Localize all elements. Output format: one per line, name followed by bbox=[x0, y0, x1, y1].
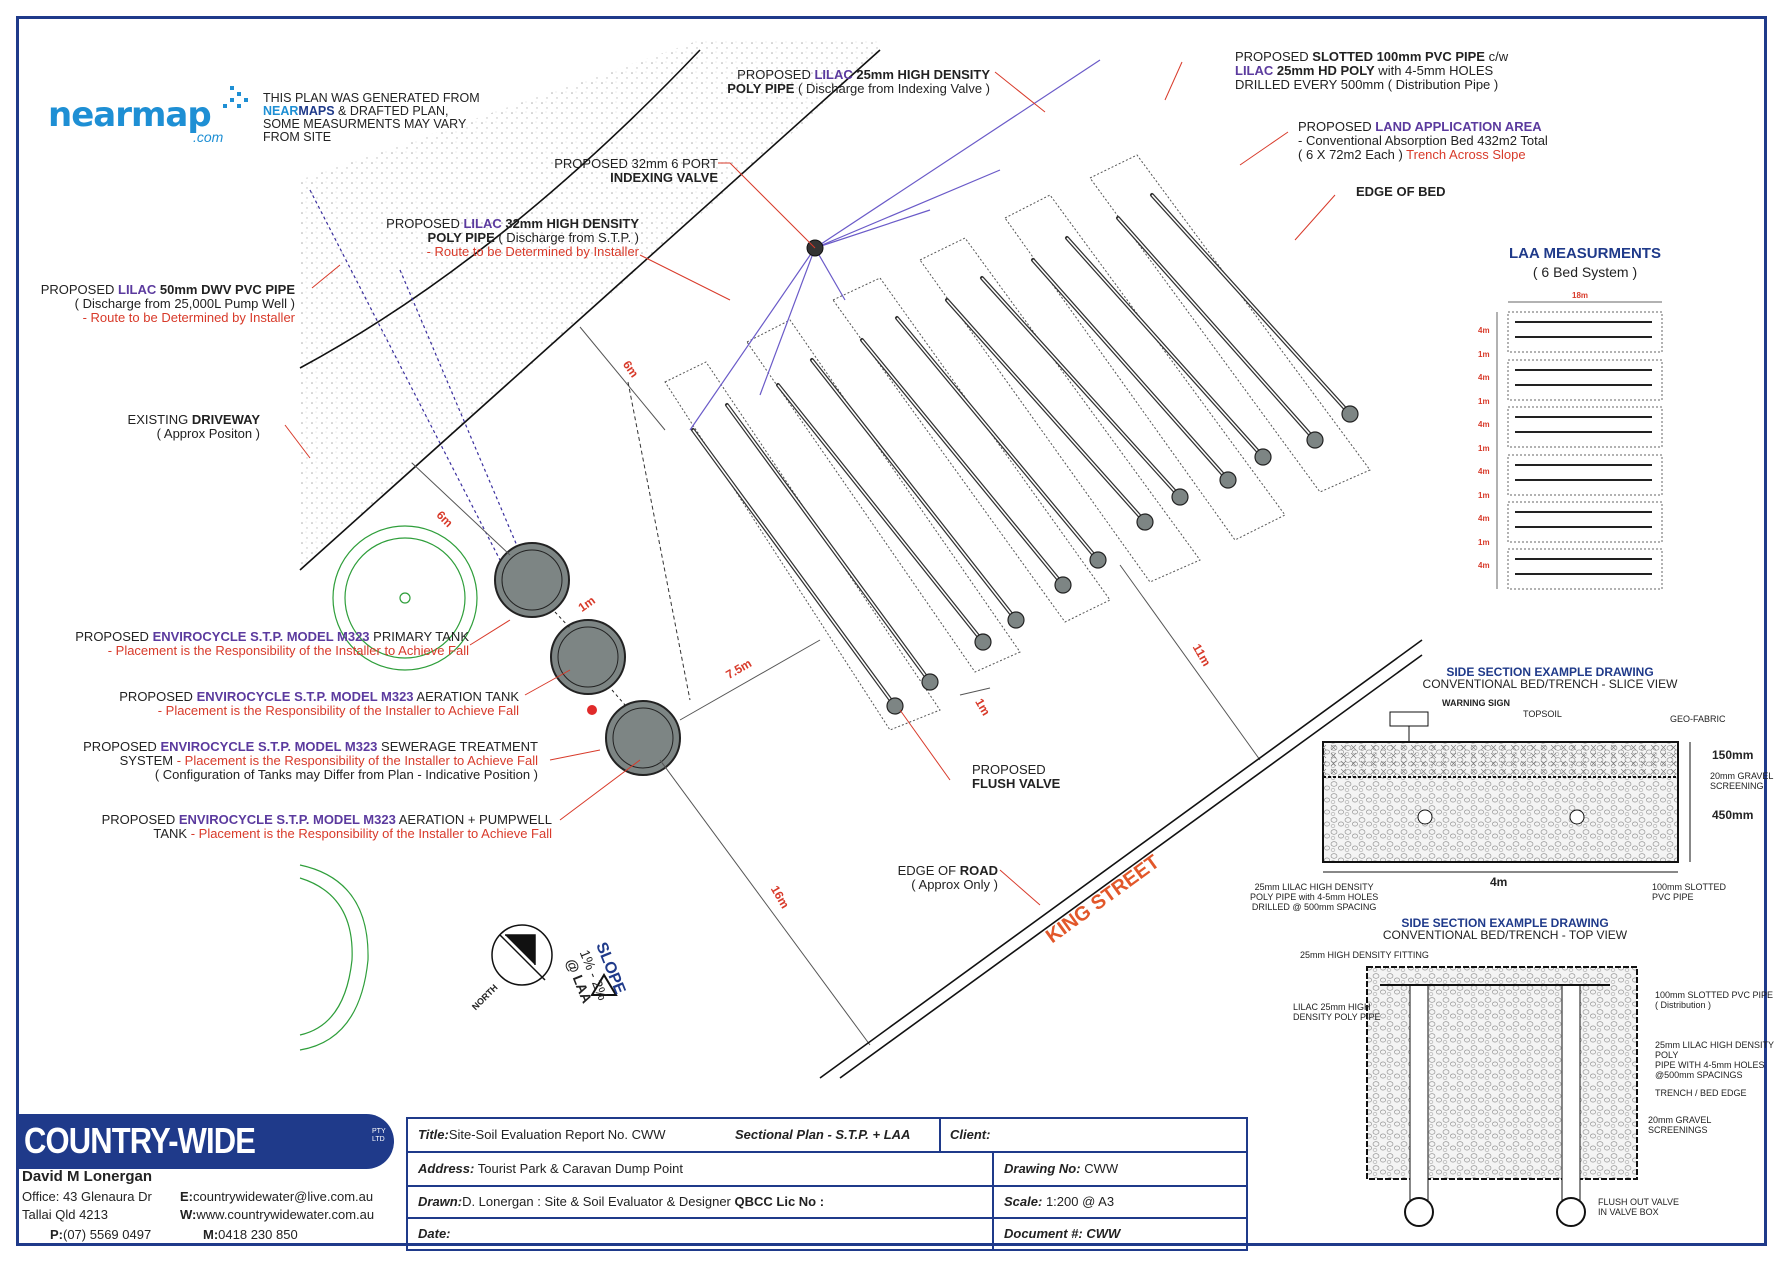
company-web[interactable]: W:www.countrywidewater.com.au bbox=[180, 1207, 375, 1222]
company-email[interactable]: E:countrywidewater@live.com.au bbox=[180, 1189, 374, 1204]
laa-bed-h-6: 4m bbox=[1478, 561, 1490, 570]
label-32mm-pipe: PROPOSED LILAC 32mm HIGH DENSITY POLY PI… bbox=[386, 216, 639, 259]
laa-meas-width: 18m bbox=[1572, 291, 1589, 300]
laa-bed-h-5: 4m bbox=[1478, 514, 1490, 523]
lilac-feeders bbox=[689, 59, 1101, 431]
title-block-lines bbox=[406, 1117, 1248, 1251]
nearmap-wordmark: nearmap bbox=[48, 95, 212, 135]
slice-topsoil: TOPSOIL bbox=[1523, 709, 1562, 719]
tree-2 bbox=[299, 864, 369, 1051]
laa-bed-h-4: 4m bbox=[1478, 467, 1490, 476]
laa-boundary-dashed bbox=[627, 381, 691, 701]
label-pumpwell-tank: PROPOSED ENVIROCYCLE S.T.P. MODEL M323 A… bbox=[101, 812, 552, 841]
slice-width: 4m bbox=[1490, 875, 1508, 889]
laa-gap-4: 1m bbox=[1478, 491, 1490, 500]
tb-date: Date: bbox=[418, 1226, 451, 1241]
label-edge-of-bed: EDGE OF BED bbox=[1356, 184, 1446, 199]
topview-title: SIDE SECTION EXAMPLE DRAWING bbox=[1401, 916, 1609, 930]
tb-drawn: Drawn:D. Lonergan : Site & Soil Evaluato… bbox=[418, 1194, 825, 1209]
laa-gap-3: 1m bbox=[1478, 444, 1490, 453]
nearmap-note: THIS PLAN WAS GENERATED FROM NEARMAPS & … bbox=[263, 91, 480, 144]
driveway-edge-2 bbox=[299, 49, 881, 571]
tree-1 bbox=[332, 525, 478, 671]
laa-bed-h-1: 4m bbox=[1478, 326, 1490, 335]
company-office: Office: 43 Glenaura Dr bbox=[22, 1189, 152, 1204]
topview-slotted: 100mm SLOTTED PVC PIPE( Distribution ) bbox=[1655, 990, 1774, 1010]
laa-beds bbox=[664, 154, 1371, 731]
company-pty: PTY LTD bbox=[372, 1128, 386, 1143]
label-indexing-valve: PROPOSED 32mm 6 PORT INDEXING VALVE bbox=[554, 156, 718, 185]
distribution-pipes-inner bbox=[692, 194, 1351, 707]
top-view bbox=[1366, 966, 1638, 1227]
label-sewerage-system: PROPOSED ENVIROCYCLE S.T.P. MODEL M323 S… bbox=[83, 739, 538, 782]
slope-triangle bbox=[590, 973, 618, 996]
company-suburb: Tallai Qld 4213 bbox=[22, 1207, 108, 1222]
slice-geofabric: GEO-FABRIC bbox=[1670, 714, 1726, 724]
tb-drawing-no: Drawing No: CWW bbox=[1004, 1161, 1119, 1176]
nearmap-logo: nearmap .com bbox=[48, 95, 223, 145]
slice-150mm: 150mm bbox=[1712, 748, 1754, 762]
slice-title: SIDE SECTION EXAMPLE DRAWING bbox=[1446, 665, 1654, 679]
laa-gap-2: 1m bbox=[1478, 397, 1490, 406]
slice-450mm: 450mm bbox=[1712, 808, 1754, 822]
tb-sectional: Sectional Plan - S.T.P. + LAA bbox=[735, 1127, 911, 1142]
label-driveway: EXISTING DRIVEWAY ( Approx Positon ) bbox=[127, 412, 260, 441]
tb-scale: Scale: 1:200 @ A3 bbox=[1004, 1194, 1115, 1209]
label-25mm-pipe: PROPOSED LILAC 25mm HIGH DENSITY POLY PI… bbox=[727, 67, 990, 96]
label-50mm-pipe: PROPOSED LILAC 50mm DWV PVC PIPE ( Disch… bbox=[40, 282, 295, 325]
slice-view bbox=[1322, 711, 1691, 873]
tb-address: Address: Tourist Park & Caravan Dump Poi… bbox=[418, 1161, 683, 1176]
driveway-area bbox=[300, 40, 880, 570]
drawing-frame bbox=[16, 16, 1767, 1246]
laa-gap-1: 1m bbox=[1478, 350, 1490, 359]
nearmap-com: .com bbox=[193, 129, 224, 145]
company-mobile: M:0418 230 850 bbox=[203, 1227, 298, 1242]
topview-sub: CONVENTIONAL BED/TRENCH - TOP VIEW bbox=[1382, 928, 1628, 942]
leader-lines bbox=[284, 61, 1336, 906]
laa-meas-title: LAA MEASURMENTS bbox=[1509, 245, 1661, 262]
laa-bed-h-3: 4m bbox=[1478, 420, 1490, 429]
north-arrow bbox=[491, 924, 553, 986]
driveway-edge-1 bbox=[299, 49, 701, 369]
laa-meas-sub: ( 6 Bed System ) bbox=[1532, 264, 1638, 280]
tb-client: Client: bbox=[950, 1127, 991, 1142]
company-person: David M Lonergan bbox=[22, 1168, 153, 1185]
label-land-application-area: PROPOSED LAND APPLICATION AREA - Convent… bbox=[1298, 119, 1548, 162]
distribution-pipes bbox=[691, 193, 1352, 708]
road-edge bbox=[819, 639, 1423, 1079]
tanks bbox=[494, 542, 681, 776]
company-name: COUNTRY-WIDE WATER bbox=[24, 1120, 256, 1203]
label-edge-of-road: EDGE OF ROAD ( Approx Only ) bbox=[897, 863, 998, 892]
nearmap-dots bbox=[223, 86, 248, 108]
label-aeration-tank: PROPOSED ENVIROCYCLE S.T.P. MODEL M323 A… bbox=[119, 689, 519, 718]
slice-warning-sign: WARNING SIGN bbox=[1442, 698, 1511, 708]
company-phone: P:(07) 5569 0497 bbox=[50, 1227, 152, 1242]
label-primary-tank: PROPOSED ENVIROCYCLE S.T.P. MODEL M323 P… bbox=[75, 629, 469, 658]
laa-measurement-schematic bbox=[1496, 301, 1663, 590]
tb-document: Document #: CWW bbox=[1004, 1226, 1121, 1241]
laa-bed-h-2: 4m bbox=[1478, 373, 1490, 382]
topview-fitting: 25mm HIGH DENSITY FITTING bbox=[1300, 950, 1429, 960]
company-logo: COUNTRY-WIDE WATER PTY LTD bbox=[18, 1114, 394, 1203]
label-flush-valve: PROPOSED FLUSH VALVE bbox=[972, 762, 1061, 791]
topview-trench: TRENCH / BED EDGE bbox=[1655, 1088, 1747, 1098]
flush-valves bbox=[886, 405, 1359, 715]
tb-title: Title:Site-Soil Evaluation Report No. CW… bbox=[418, 1127, 666, 1142]
dimension-lines bbox=[411, 326, 1261, 1046]
label-slotted-pipe: PROPOSED SLOTTED 100mm PVC PIPE c/w LILA… bbox=[1235, 49, 1509, 92]
slice-sub: CONVENTIONAL BED/TRENCH - SLICE VIEW bbox=[1422, 677, 1678, 691]
laa-gap-5: 1m bbox=[1478, 538, 1490, 547]
